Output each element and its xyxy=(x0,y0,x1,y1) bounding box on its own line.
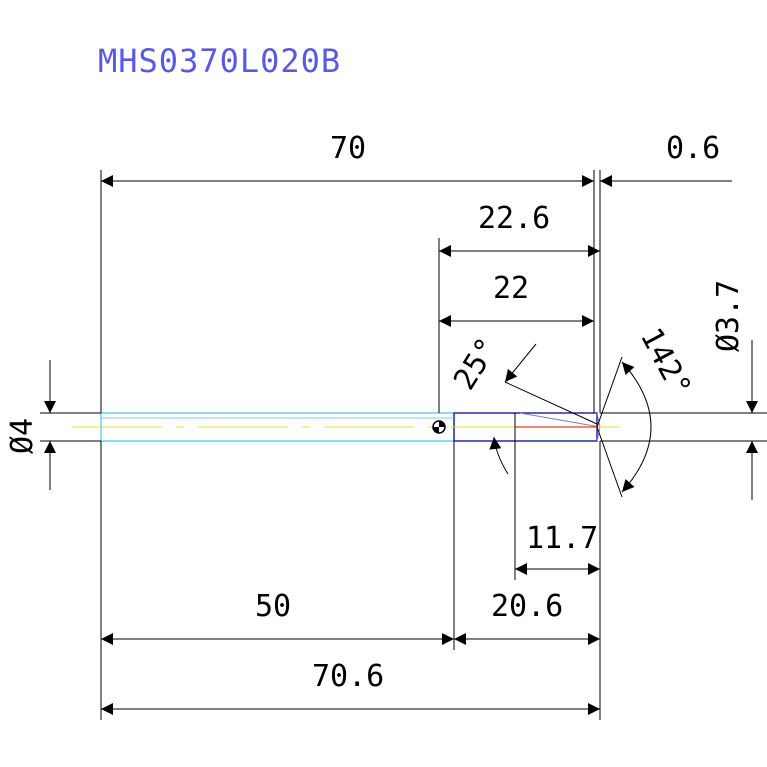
dim-label-0-6: 0.6 xyxy=(666,131,720,166)
dim-label-11-7: 11.7 xyxy=(526,521,598,556)
tip-edge-bottom xyxy=(596,426,601,442)
dim-label-dia3-7: Ø3.7 xyxy=(711,280,746,352)
dim-label-22-6: 22.6 xyxy=(478,201,550,236)
extension-lines xyxy=(40,170,767,720)
angle-label-142: 142° xyxy=(633,322,698,402)
center-point-symbol xyxy=(432,420,446,434)
dim-label-dia4: Ø4 xyxy=(5,418,40,454)
tip-diagonal xyxy=(519,412,601,428)
dimension-lines xyxy=(44,175,758,715)
dim-label-22: 22 xyxy=(493,271,529,306)
dim-label-70-6: 70.6 xyxy=(312,659,384,694)
angle-25-geometry xyxy=(489,343,598,475)
dim-label-20-6: 20.6 xyxy=(491,589,563,624)
dim-label-70: 70 xyxy=(330,131,366,166)
tip-edge-top xyxy=(596,412,601,428)
dim-label-50: 50 xyxy=(255,589,291,624)
angle-label-25: 25° xyxy=(447,332,505,397)
part-number-title: MHS0370L020B xyxy=(98,42,341,80)
angle-142-geometry xyxy=(596,356,652,498)
tool-body xyxy=(72,412,620,442)
